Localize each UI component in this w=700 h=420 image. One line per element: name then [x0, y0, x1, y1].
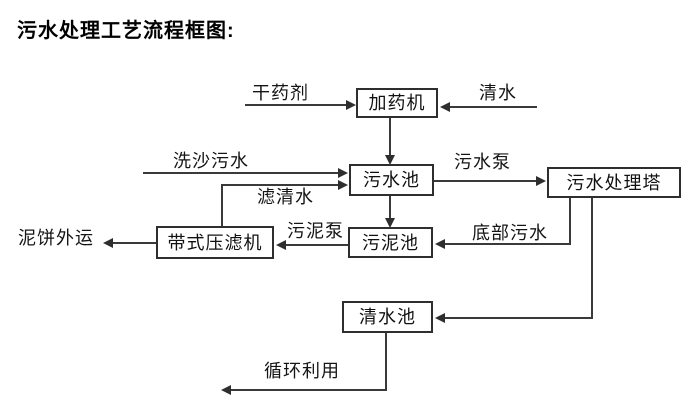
- edge-dosing-to-sewage-arrowhead: [385, 155, 395, 165]
- edge-filtered-water-label: 滤清水: [257, 187, 314, 207]
- node-dosing-machine: 加药机: [356, 88, 438, 118]
- edge-dry-agent-arrowhead: [346, 100, 356, 110]
- node-sludge-pool-label: 污泥池: [362, 232, 419, 253]
- edge-sand-wash-sewage-label: 洗沙污水: [173, 151, 249, 171]
- edge-tower-to-clear-arrowhead: [435, 313, 445, 323]
- edge-recycling-arrowhead: [221, 385, 231, 395]
- edge-bottom-sewage-label: 底部污水: [472, 223, 548, 243]
- edge-mud-cake-out-arrowhead: [103, 238, 113, 248]
- edge-sludge-pump-label: 污泥泵: [287, 221, 344, 241]
- node-clear-water-pool: 清水池: [342, 301, 433, 333]
- node-belt-filter-press-label: 带式压滤机: [167, 232, 263, 253]
- edge-sand-wash-sewage-arrowhead: [338, 168, 348, 178]
- node-dosing-machine-label: 加药机: [368, 93, 426, 113]
- edge-sand-wash-sewage-line: [143, 172, 339, 174]
- edge-filtered-water-arrowhead: [338, 180, 348, 190]
- edge-filtered-water-hline: [221, 184, 339, 186]
- edge-recycling-hline: [230, 389, 387, 391]
- edge-mud-cake-out-line: [112, 242, 156, 244]
- edge-sewage-pump-arrowhead: [536, 176, 546, 186]
- edge-sewage-pump-label: 污水泵: [454, 152, 511, 172]
- node-treatment-tower: 污水处理塔: [547, 167, 681, 198]
- edge-sewage-to-sludge-arrowhead: [385, 218, 395, 228]
- edge-dry-agent-line: [245, 104, 346, 106]
- node-clear-water-pool-label: 清水池: [359, 307, 416, 327]
- edge-mud-cake-out-label: 泥饼外运: [18, 228, 94, 248]
- node-belt-filter-press: 带式压滤机: [156, 226, 274, 259]
- page-title: 污水处理工艺流程框图:: [17, 20, 235, 42]
- edge-bottom-sewage-hline: [444, 243, 571, 245]
- edge-filtered-water-vline: [221, 185, 223, 226]
- edge-bottom-sewage-arrowhead: [435, 239, 445, 249]
- edge-sludge-pump-arrowhead: [276, 240, 286, 250]
- edge-clear-water-in-label: 清水: [479, 83, 517, 103]
- edge-bottom-sewage-vline: [569, 198, 571, 245]
- edge-clear-water-in-arrowhead: [440, 102, 450, 112]
- node-sewage-pool-label: 污水池: [363, 170, 420, 190]
- node-treatment-tower-label: 污水处理塔: [566, 172, 662, 193]
- edge-clear-water-in-line: [449, 106, 537, 108]
- node-sewage-pool: 污水池: [349, 164, 434, 196]
- edge-tower-to-clear-vline: [591, 198, 593, 319]
- edge-sewage-pump-line: [434, 180, 537, 182]
- edge-sludge-pump-line: [285, 244, 348, 246]
- node-sludge-pool: 污泥池: [348, 227, 433, 258]
- edge-dosing-to-sewage-line: [389, 118, 391, 156]
- edge-recycling-label: 循环利用: [264, 361, 340, 381]
- edge-tower-to-clear-hline: [444, 317, 593, 319]
- edge-sewage-to-sludge-line: [389, 196, 391, 219]
- edge-dry-agent-label: 干药剂: [252, 83, 309, 103]
- edge-recycling-vline: [385, 333, 387, 390]
